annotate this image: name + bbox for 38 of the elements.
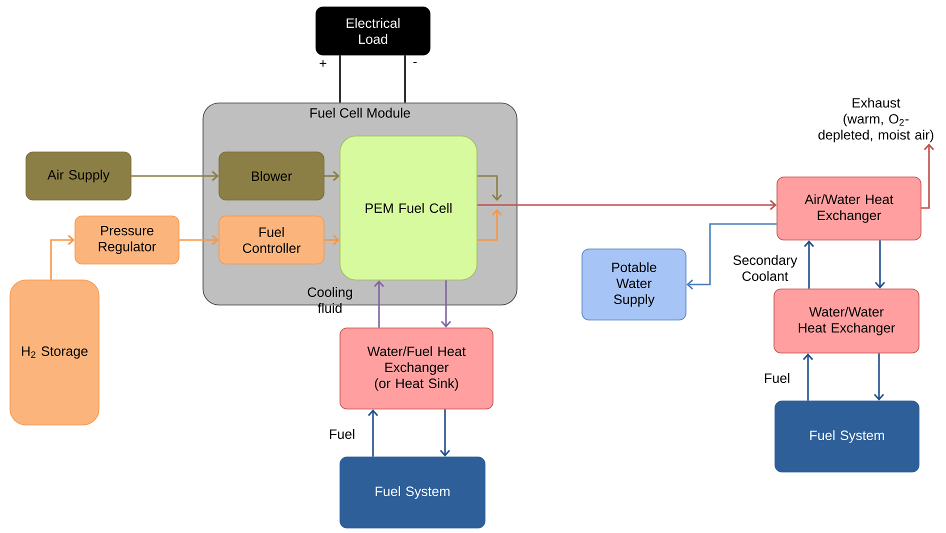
edge-label: Fuel bbox=[330, 429, 354, 439]
exhaust-label: Exhaust (warm, O$_{2}$-depleted, moist air) bbox=[818, 98, 934, 142]
heat-exchanger-box: Water/Fuel Heat Exchanger (or Heat Sink) bbox=[340, 328, 494, 410]
fuel-system-box: Fuel System bbox=[340, 456, 486, 528]
blower-box: Blower bbox=[218, 152, 324, 200]
fuel-cell-box: PEM Fuel Cell bbox=[340, 136, 478, 280]
regulator-box: Pressure Regulator bbox=[74, 216, 180, 264]
arrow bbox=[921, 143, 934, 209]
arrow bbox=[440, 409, 450, 457]
arrow bbox=[324, 234, 340, 246]
arrow bbox=[131, 170, 219, 182]
arrow bbox=[802, 353, 814, 401]
load-box: Electrical Load bbox=[316, 6, 430, 56]
storage-tank: H$_{2}$ Storage bbox=[10, 280, 100, 426]
edge-label: Cooling fluid bbox=[308, 287, 352, 313]
arrow bbox=[179, 234, 219, 246]
arrow bbox=[477, 209, 502, 241]
arrow bbox=[374, 280, 384, 328]
arrow bbox=[477, 175, 502, 201]
arrow bbox=[686, 223, 777, 290]
arrow bbox=[804, 240, 814, 289]
arrow bbox=[874, 240, 886, 289]
fuel-system-box: Fuel System bbox=[774, 400, 920, 472]
water-supply-box: Potable Water Supply bbox=[582, 248, 686, 320]
edge-label: Secondary Coolant bbox=[733, 255, 798, 281]
edge-label: + bbox=[320, 60, 326, 67]
arrow bbox=[368, 409, 378, 457]
heat-exchanger-box: Water/Water Heat Exchanger bbox=[774, 288, 920, 354]
arrow bbox=[50, 234, 75, 280]
supply-box: Air Supply bbox=[26, 152, 132, 200]
arrow bbox=[477, 200, 777, 210]
arrow bbox=[324, 170, 340, 182]
arrow bbox=[440, 280, 452, 328]
edge-label: - bbox=[413, 62, 417, 63]
heat-exchanger-box: Air/Water Heat Exchanger bbox=[776, 176, 922, 240]
arrow bbox=[874, 353, 884, 401]
edge-label: Fuel bbox=[764, 373, 790, 383]
controller-box: Fuel Controller bbox=[218, 216, 324, 264]
